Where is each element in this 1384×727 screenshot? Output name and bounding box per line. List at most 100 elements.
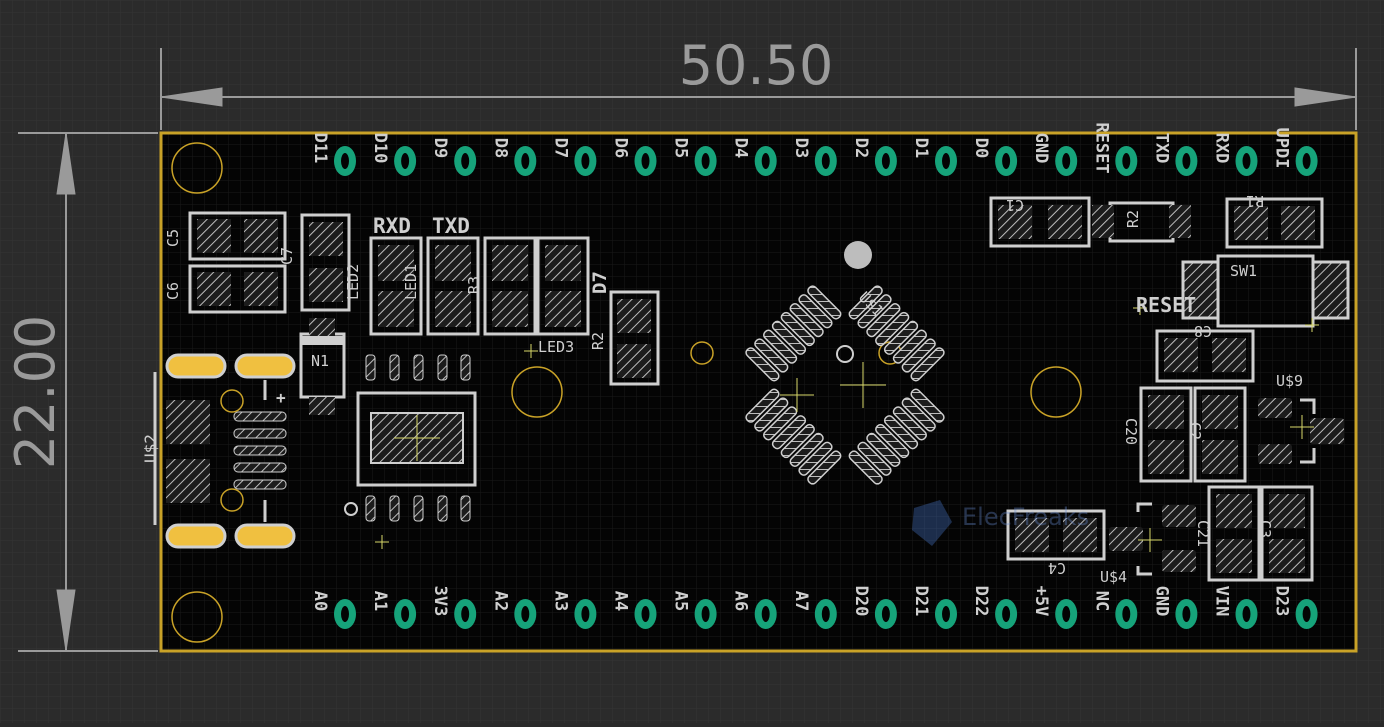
top-pin-d5[interactable] (694, 146, 717, 176)
top-pin-d4[interactable] (754, 146, 777, 176)
mcu-pad (883, 415, 919, 450)
label-us4: U$4 (1100, 568, 1127, 586)
top-pin-d8[interactable] (514, 146, 537, 176)
label-us2: U$2 (141, 434, 160, 463)
width-dimension-label: 50.50 (679, 34, 834, 97)
us4-footprint[interactable] (1109, 502, 1196, 576)
c8-outline[interactable] (1155, 329, 1255, 383)
board-outline[interactable] (159, 131, 1358, 653)
usb-connector[interactable] (153, 353, 296, 549)
mcu-pad (780, 423, 815, 459)
mounting-hole[interactable] (171, 591, 223, 643)
bottom-pin-vin[interactable] (1235, 599, 1258, 629)
top-pin-gnd[interactable] (1055, 146, 1078, 176)
bottom-pin-5v[interactable] (1055, 599, 1078, 629)
mcu-pad (754, 397, 789, 432)
led2-outline[interactable] (369, 236, 423, 336)
height-dimension-label: 22.00 (4, 315, 67, 470)
c2-outline[interactable] (1193, 386, 1247, 483)
top-pin-d9[interactable] (454, 146, 477, 176)
us9-footprint[interactable] (1258, 398, 1344, 464)
mcu-pad (762, 406, 798, 441)
mounting-hole[interactable] (511, 366, 563, 418)
bottom-pin-label: D20 (851, 586, 871, 617)
top-pin-label: RESET (1091, 122, 1111, 173)
top-pin-label: D9 (430, 138, 450, 158)
mcu-pad (745, 388, 780, 423)
label-c2: C2 (1186, 422, 1204, 440)
bottom-pin-a6[interactable] (754, 599, 777, 629)
c5-outline[interactable] (188, 211, 287, 261)
bottom-pin-d20[interactable] (874, 599, 897, 629)
top-pin-d1[interactable] (935, 146, 957, 176)
label-reset-r: R2 (1124, 210, 1142, 228)
c4-outline[interactable] (1006, 509, 1106, 561)
bottom-pin-3v3[interactable] (454, 599, 477, 629)
label-r3: R3 (465, 276, 483, 294)
top-pin-d0[interactable] (995, 146, 1018, 176)
c20-outline[interactable] (1139, 386, 1193, 483)
label-r1: R1 (1246, 192, 1264, 210)
mcu-pad (762, 329, 798, 364)
bottom-pin-gnd[interactable] (1175, 599, 1198, 629)
bottom-pin-a2[interactable] (514, 599, 537, 629)
bottom-pin-label: A4 (611, 591, 631, 611)
d7-outline[interactable] (536, 236, 590, 336)
mcu-chip[interactable] (712, 252, 978, 518)
bottom-pin-label: 3V3 (430, 586, 450, 617)
bottom-pin-label: D21 (911, 586, 931, 617)
bottom-pin-a0[interactable] (334, 599, 356, 629)
top-pin-d2[interactable] (874, 146, 897, 176)
top-pin-updi[interactable] (1295, 146, 1318, 176)
mcu-pad (857, 294, 892, 329)
bottom-pin-a7[interactable] (814, 599, 837, 629)
c7-outline[interactable] (300, 213, 351, 312)
top-pin-txd[interactable] (1175, 146, 1198, 176)
bottom-pin-a5[interactable] (694, 599, 717, 629)
led1-outline[interactable] (426, 236, 480, 336)
mcu-pad (901, 338, 936, 373)
r3-outline[interactable] (483, 236, 537, 336)
c1-outline[interactable] (989, 196, 1091, 248)
top-pin-d7[interactable] (574, 146, 597, 176)
r1-outline[interactable] (1225, 197, 1324, 249)
top-pin-label: UPDI (1272, 128, 1292, 169)
top-pin-label: RXD (1212, 133, 1232, 164)
bottom-pin-d22[interactable] (995, 599, 1018, 629)
top-pin-rxd[interactable] (1235, 146, 1258, 176)
mcu-pad (745, 347, 780, 382)
top-pin-label: D8 (490, 138, 510, 158)
label-d7: D7 (589, 271, 611, 294)
mounting-hole[interactable] (1030, 366, 1082, 418)
mcu-pad (848, 285, 883, 320)
top-pin-label: D2 (851, 138, 871, 158)
watermark: ElecFreaks (912, 500, 1089, 546)
c6-outline[interactable] (188, 264, 287, 314)
r2-outline[interactable] (609, 290, 660, 386)
label-c20: C20 (1122, 418, 1140, 445)
top-pin-d6[interactable] (634, 146, 657, 176)
bottom-pin-nc[interactable] (1115, 599, 1138, 629)
bottom-pin-label: A0 (310, 591, 330, 611)
label-c1: C1 (1006, 196, 1024, 214)
top-pin-d3[interactable] (814, 146, 837, 176)
bottom-pin-label: D23 (1272, 586, 1292, 617)
bottom-pin-d23[interactable] (1295, 599, 1318, 629)
mounting-hole[interactable] (171, 142, 223, 194)
mcu-pad (875, 423, 910, 459)
top-pin-d11[interactable] (334, 146, 356, 176)
mcu-pad (807, 450, 842, 485)
c3-outline[interactable] (1260, 485, 1314, 582)
c21-outline[interactable] (1207, 485, 1261, 582)
top-pin-reset[interactable] (1115, 146, 1138, 176)
top-pin-d10[interactable] (394, 146, 417, 176)
bottom-pin-a4[interactable] (634, 599, 657, 629)
bottom-pin-d21[interactable] (935, 599, 957, 629)
mcu-pad (798, 294, 833, 329)
soic-outline[interactable] (356, 391, 477, 487)
bottom-pin-a3[interactable] (574, 599, 597, 629)
bottom-pin-a1[interactable] (394, 599, 417, 629)
pin1-marker (844, 241, 872, 269)
width-dimension (160, 48, 1357, 130)
top-pin-label: D1 (911, 138, 931, 158)
